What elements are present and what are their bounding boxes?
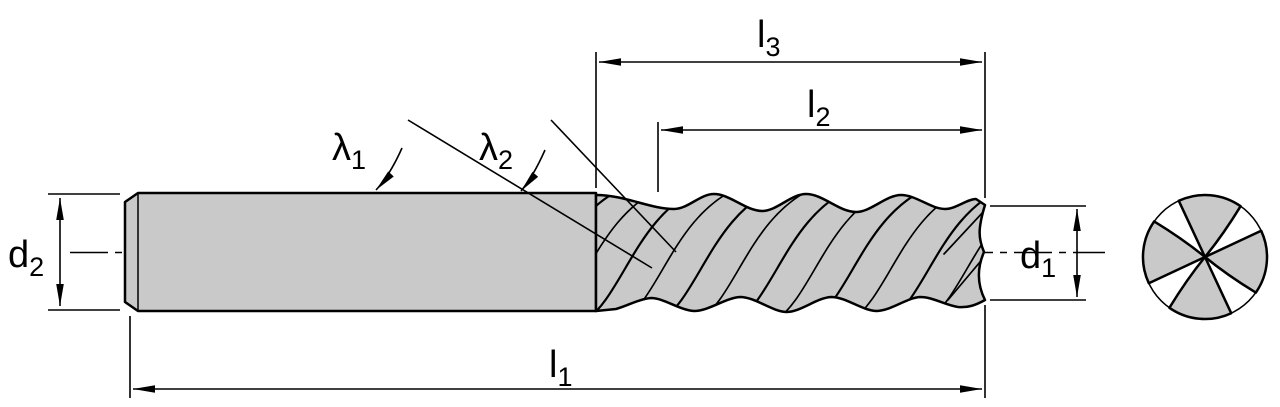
l3-extension-lines — [595, 52, 986, 198]
d1-extension-lines — [990, 205, 1086, 301]
lambda1-leader-arrow — [375, 147, 403, 191]
dimension-l1: l1 — [129, 305, 986, 398]
label-d1: d1 — [1020, 235, 1056, 283]
shank — [123, 191, 598, 313]
label-l1: l1 — [549, 344, 572, 392]
end-view — [1141, 193, 1269, 321]
shank-body — [123, 191, 598, 313]
lambda1-reference-line — [407, 119, 653, 269]
l1-extension-lines — [129, 305, 986, 398]
label-lambda2: λ2 — [479, 127, 513, 175]
label-d2: d2 — [8, 234, 44, 282]
end-view-flutes — [1141, 193, 1269, 321]
lambda2-leader-arrow — [520, 149, 546, 192]
dimension-l3: l3 — [595, 14, 986, 198]
label-l3: l3 — [757, 14, 780, 62]
label-l2: l2 — [807, 84, 830, 132]
flute-silhouette — [594, 192, 987, 314]
d2-extension-lines — [48, 193, 120, 311]
lambda2-reference-line — [550, 119, 677, 253]
dimension-d2: d2 — [8, 193, 120, 311]
helix-angle-annotations: λ1 λ2 — [332, 119, 677, 269]
label-lambda1: λ1 — [332, 127, 366, 175]
dimension-d1: d1 — [990, 205, 1086, 301]
dimension-l2: l2 — [657, 84, 982, 192]
